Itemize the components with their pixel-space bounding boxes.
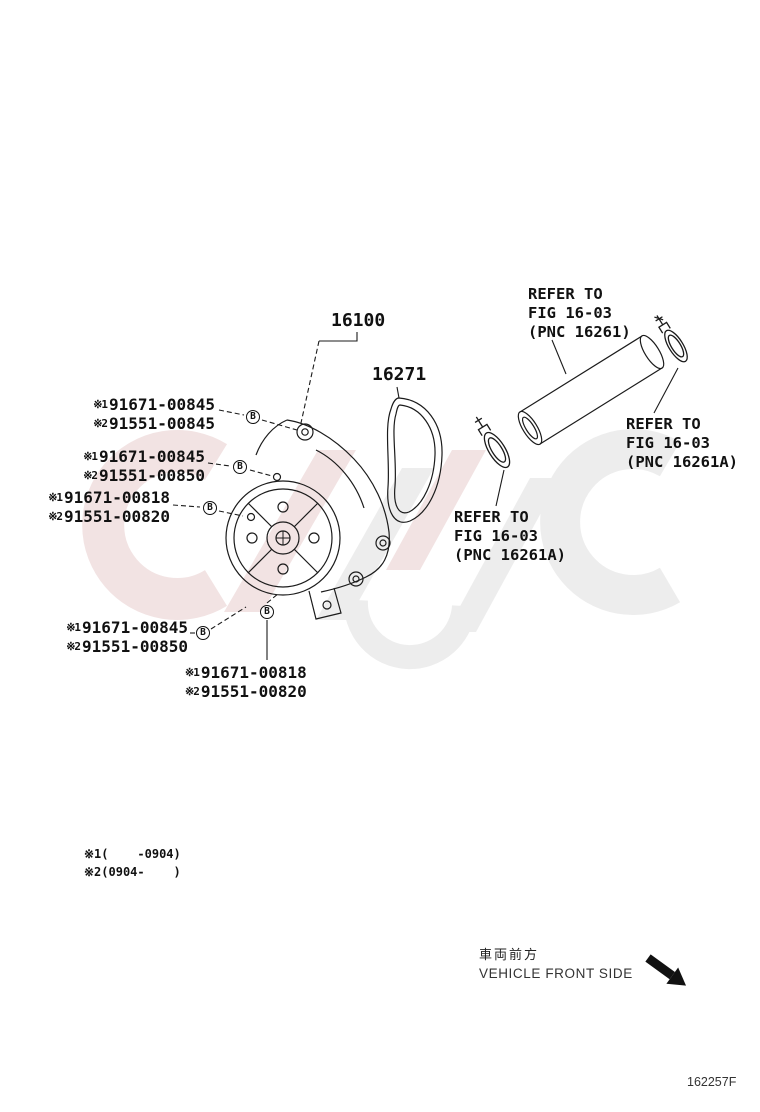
footnote-marker: ※2 — [93, 417, 108, 430]
footnote-marker: ※1 — [93, 398, 108, 411]
part-number: 91671-00845 — [99, 447, 205, 466]
refer-note-2: REFER TO FIG 16-03 (PNC 16261A) — [626, 415, 738, 472]
callout-marker-b: B — [203, 501, 217, 515]
hose-clamp-1 — [474, 416, 511, 469]
refer-note-line: REFER TO — [626, 415, 701, 433]
part-label-16100[interactable]: 16100 — [331, 310, 386, 331]
vehicle-front-label-en: VEHICLE FRONT SIDE — [479, 966, 633, 981]
hose-clamp-2 — [654, 315, 688, 363]
figure-code: 162257F — [687, 1075, 737, 1089]
hose-drawing — [517, 334, 665, 446]
direction-arrow — [645, 954, 687, 986]
callout-marker-b: B — [246, 410, 260, 424]
water-pump-drawing — [225, 419, 391, 620]
part-number: 91671-00845 — [109, 395, 215, 414]
part-label-16271[interactable]: 16271 — [372, 364, 427, 385]
refer-note-line: (PNC 16261) — [528, 323, 631, 341]
refer-note-line: (PNC 16261A) — [454, 546, 566, 564]
part-number: 91671-00845 — [82, 618, 188, 637]
footnote-marker: ※1 — [83, 450, 98, 463]
refer-note-3: REFER TO FIG 16-03 (PNC 16261A) — [454, 508, 566, 565]
refer-note-line: (PNC 16261A) — [626, 453, 738, 471]
part-number: 91551-00820 — [200, 682, 307, 701]
footnote-marker: ※1 — [66, 621, 81, 634]
footnote-2: ※2(0904- ) — [84, 865, 181, 879]
refer-note-line: REFER TO — [528, 285, 603, 303]
callout-marker-b: B — [233, 460, 247, 474]
refer-note-line: FIG 16-03 — [454, 527, 538, 545]
footnote-marker: ※2 — [185, 685, 200, 698]
vehicle-front-label-jp: 車両前方 — [479, 948, 540, 963]
footnote-marker: ※1 — [185, 666, 200, 679]
refer-note-line: FIG 16-03 — [528, 304, 612, 322]
footnote-marker: ※2 — [83, 469, 98, 482]
part-number: 91551-00850 — [82, 637, 188, 656]
gasket-drawing — [386, 397, 443, 523]
part-number: 91551-00850 — [99, 466, 205, 485]
part-number: 91551-00820 — [64, 507, 170, 526]
footnote-marker: ※1 — [48, 491, 63, 504]
footnote-marker: ※2 — [48, 510, 63, 523]
refer-note-line: REFER TO — [454, 508, 529, 526]
footnote-1: ※1( -0904) — [84, 847, 181, 861]
part-number: 91551-00845 — [109, 414, 215, 433]
refer-note-line: FIG 16-03 — [626, 434, 710, 452]
footnote-marker: ※2 — [66, 640, 81, 653]
part-number: 91671-00818 — [64, 488, 170, 507]
callout-marker-b: B — [260, 605, 274, 619]
refer-note-1: REFER TO FIG 16-03 (PNC 16261) — [528, 285, 631, 342]
part-number: 91671-00818 — [200, 663, 307, 682]
callout-marker-b: B — [196, 626, 210, 640]
